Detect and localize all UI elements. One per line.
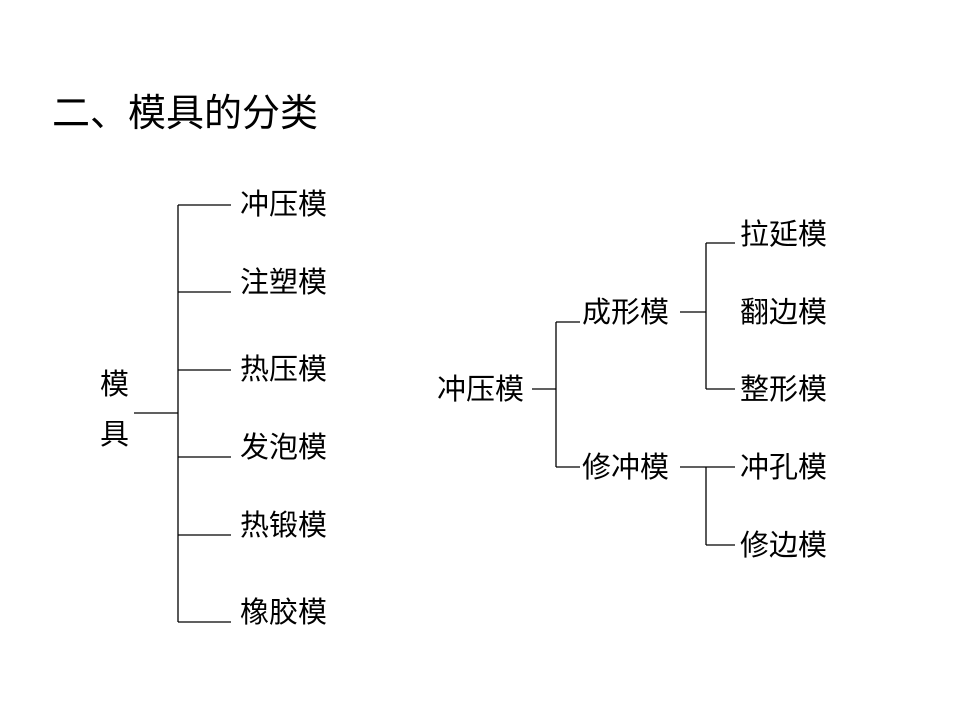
- tree1-child-5: 热锻模: [240, 508, 328, 542]
- tree1-child-1: 冲压模: [240, 187, 328, 221]
- tree2-branch2-label: 修冲模: [582, 450, 670, 484]
- branch2-leaf-1-label: 冲孔模: [740, 450, 828, 484]
- tree1-child-6: 橡胶模: [240, 595, 328, 629]
- tree2-branch1-label: 成形模: [582, 295, 670, 329]
- branch2-leaf-2-label: 修边模: [740, 528, 828, 562]
- tree1-root-char-1: 模: [100, 367, 130, 401]
- branch1-leaf-1-label: 拉延模: [740, 217, 828, 251]
- branch1-leaf-2-label: 翻边模: [740, 295, 828, 329]
- tree1-child-2: 注塑模: [240, 265, 328, 299]
- tree2-root: 冲压模: [437, 372, 525, 406]
- branch1-leaf-3-label: 整形模: [740, 372, 828, 406]
- page-title: 二、模具的分类: [52, 91, 319, 135]
- tree1-root-char-2: 具: [100, 417, 130, 451]
- tree1-child-3: 热压模: [240, 352, 328, 386]
- tree1-child-4: 发泡模: [240, 430, 328, 464]
